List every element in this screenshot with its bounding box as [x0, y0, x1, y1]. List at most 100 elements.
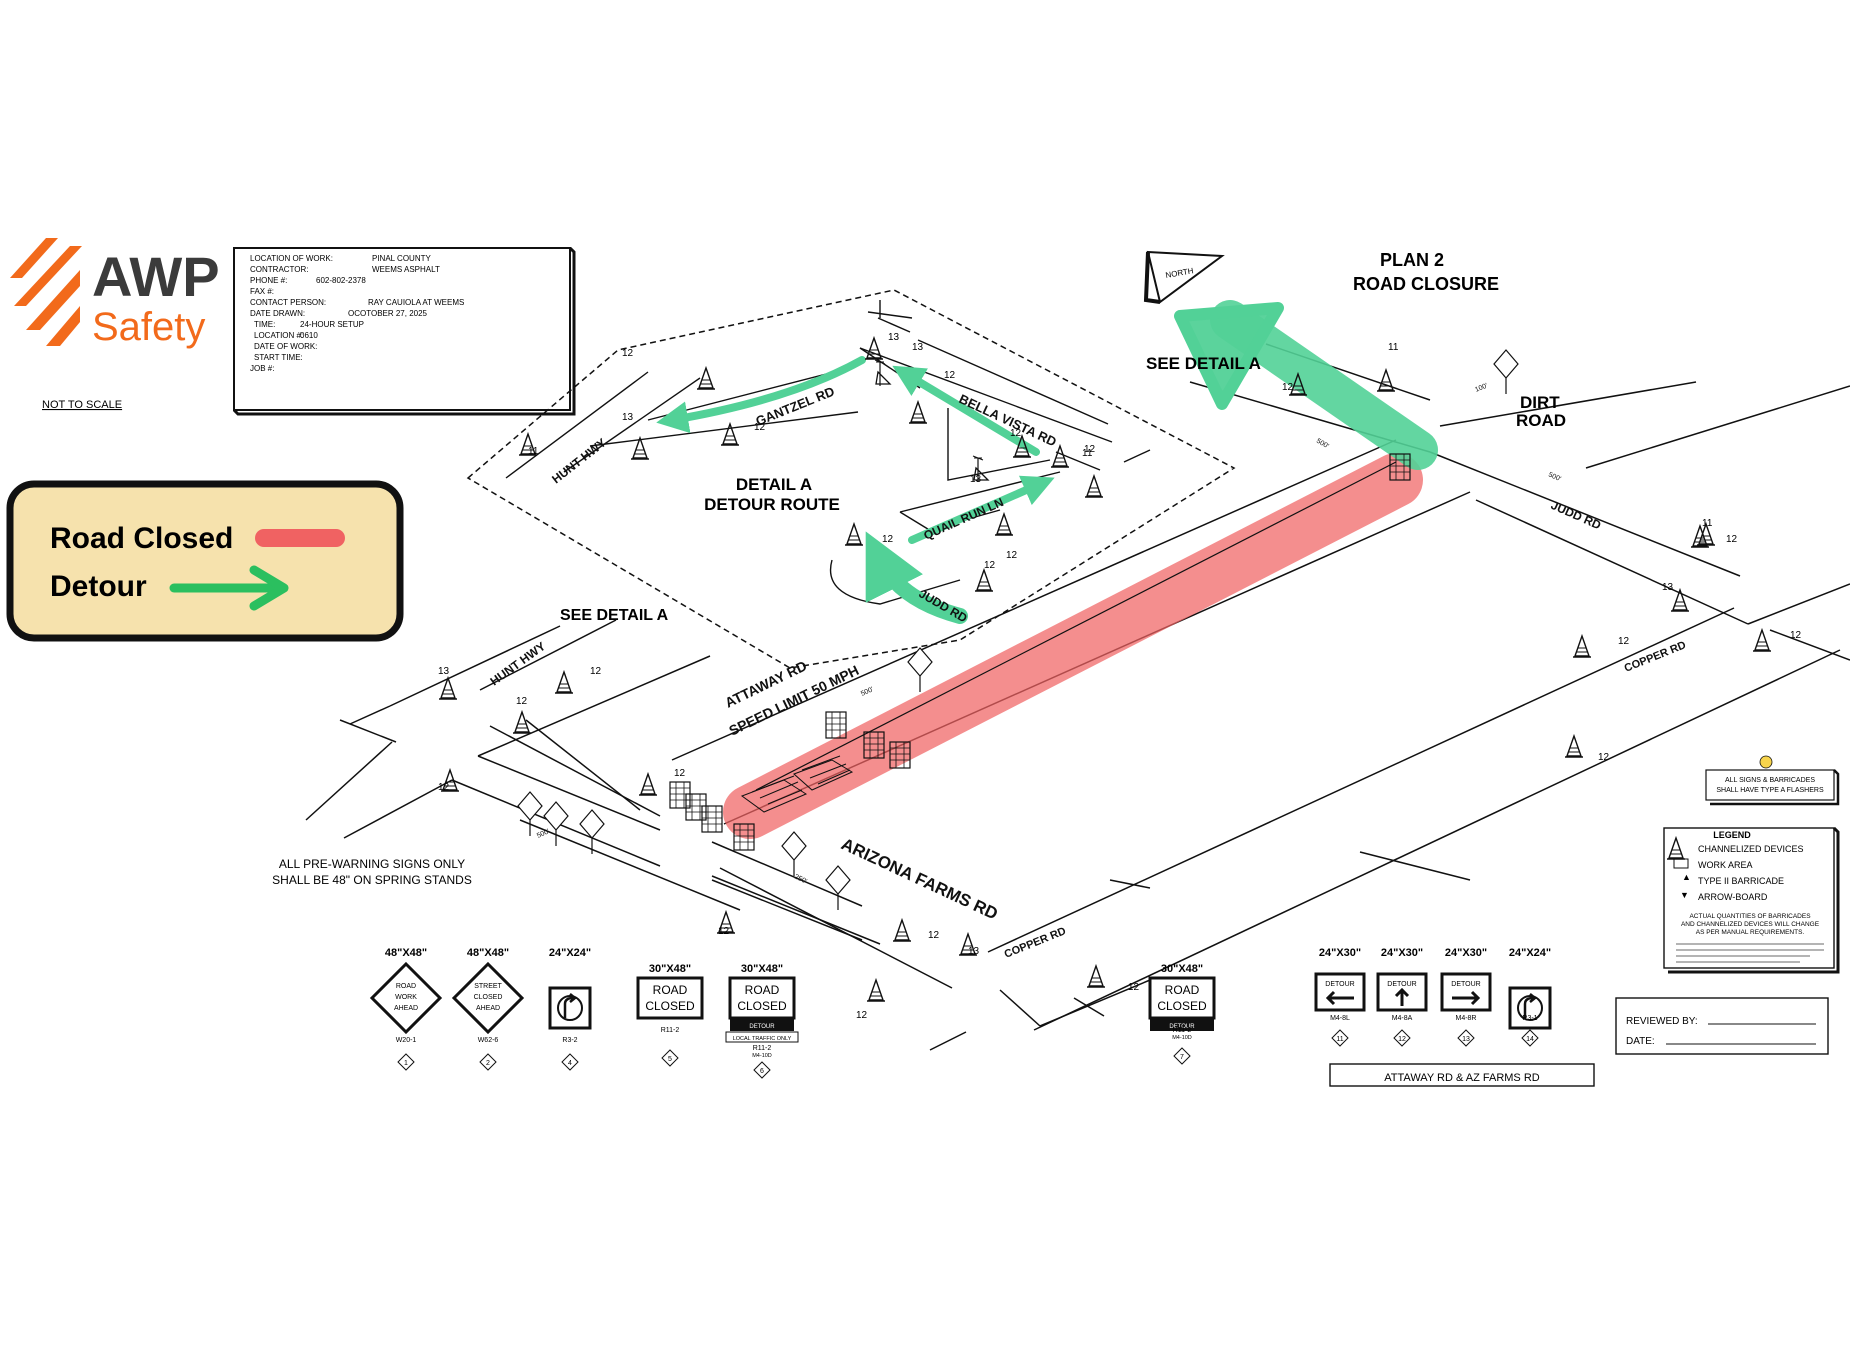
key-box: [6, 480, 404, 642]
sign-text: ROAD: [745, 983, 780, 997]
sign-code-2: M4-10D: [752, 1053, 772, 1059]
sign-number: 1: [404, 1060, 408, 1067]
diamond-sign-icon: [369, 961, 443, 1035]
sign-number-icon: [753, 1061, 771, 1079]
awp-logo: AWP Safety: [10, 238, 220, 349]
device-number: 12: [1128, 982, 1140, 993]
detour-arrow-judd-detail: [865, 531, 968, 624]
sign-size: 24"X24": [549, 947, 591, 959]
footer-title-box: ATTAWAY RD & AZ FARMS RD: [1329, 1063, 1595, 1087]
see-detail-left: SEE DETAIL A: [560, 607, 669, 624]
dist-250: 250': [793, 874, 808, 886]
channelizing-device-icon: [1752, 629, 1772, 652]
road-closed-sign-icon: [636, 976, 704, 1020]
sign-number: 6: [760, 1068, 764, 1075]
info-label: TIME:: [254, 320, 275, 329]
arrow-board-legend-icon: ▼: [1680, 890, 1689, 900]
see-detail-top: SEE DETAIL A: [1146, 354, 1261, 373]
device-number: 12: [882, 534, 894, 545]
info-label: START TIME:: [254, 353, 303, 362]
pre-warning-note-1: ALL PRE-WARNING SIGNS ONLY: [279, 857, 465, 871]
sign-number: 5: [668, 1056, 672, 1063]
warning-sign-icon: [781, 831, 807, 877]
legend-note-3: AS PER MANUAL REQUIREMENTS.: [1696, 929, 1805, 936]
warning-sign-icon: [825, 865, 851, 911]
flasher-note: ALL SIGNS & BARRICADES SHALL HAVE TYPE A…: [1705, 755, 1840, 806]
dist-500-top: 500': [1315, 438, 1330, 451]
channelizing-device-icon: [638, 773, 658, 796]
info-label: PHONE #:: [250, 276, 287, 285]
device-number: 12: [984, 560, 996, 571]
road-closed-sign-icon: [728, 976, 796, 1020]
device-number: 13: [970, 474, 982, 485]
legend-item-channelized: CHANNELIZED DEVICES: [1698, 844, 1804, 854]
sign-size: 30"X48": [741, 963, 783, 975]
device-number: 12: [1084, 444, 1096, 455]
device-number: 12: [1006, 550, 1018, 561]
warning-sign-icon: [517, 791, 543, 837]
dist-100: 100': [1474, 382, 1489, 393]
sign-text: WORK: [395, 994, 417, 1001]
info-value: 0610: [300, 331, 318, 340]
sign-code: R11-2: [753, 1045, 772, 1052]
sign-code: R3-2: [562, 1037, 577, 1044]
channelizing-device-icon: [844, 523, 864, 546]
info-label: FAX #:: [250, 287, 274, 296]
detail-title-2: DETOUR ROUTE: [704, 495, 840, 514]
device-number: 12: [1726, 534, 1738, 545]
street-bella-vista: BELLA VISTA RD: [957, 391, 1059, 449]
street-judd-main: JUDD RD: [1549, 498, 1604, 533]
logo-stripes-icon: [10, 238, 82, 346]
channelizing-device-icon: [1572, 635, 1592, 658]
channelizing-device-icon: [1086, 965, 1106, 988]
info-label: DATE DRAWN:: [250, 309, 305, 318]
not-to-scale: NOT TO SCALE: [42, 399, 122, 411]
device-number: 12: [590, 666, 602, 677]
sign-4: 24"X24"R3-24: [548, 947, 592, 1071]
dirt-road-1: DIRT: [1520, 393, 1560, 412]
detour-arrow-gantzel: [656, 356, 866, 434]
key-road-closed-label: Road Closed: [50, 522, 233, 555]
info-label: LOCATION #:: [254, 331, 303, 340]
info-value: PINAL COUNTY: [372, 254, 431, 263]
device-number: 11: [1388, 342, 1399, 353]
device-number: 12: [516, 696, 528, 707]
map-key: Road Closed Detour: [6, 480, 404, 642]
sign-code: R11-2: [1173, 1027, 1192, 1034]
info-label: LOCATION OF WORK:: [250, 254, 333, 263]
review-box: REVIEWED BY: DATE:: [1615, 997, 1829, 1055]
work-area-legend-icon: [1673, 858, 1689, 869]
plan-title-1: PLAN 2: [1380, 250, 1444, 270]
dist-500-judd: 500': [1547, 471, 1562, 483]
warning-sign-icon: [579, 809, 605, 855]
sign-number: 11: [1336, 1036, 1343, 1043]
info-value: WEEMS ASPHALT: [372, 265, 440, 274]
legend-item-barricade: TYPE II BARRICADE: [1698, 876, 1784, 886]
sign-14: 24"X24"R3-114: [1508, 947, 1552, 1047]
sign-text: CLOSED: [645, 999, 695, 1013]
info-value: RAY CAUIOLA AT WEEMS: [368, 298, 464, 307]
channelizing-device-icon: [866, 979, 886, 1002]
channelizing-device-icon: [554, 671, 574, 694]
device-number: 12: [1010, 428, 1022, 439]
sign-number-icon: [479, 1053, 497, 1071]
sign-code: W62-6: [478, 1037, 499, 1044]
sign-code: M4-8A: [1392, 1015, 1413, 1022]
channelizing-device-icon: [1084, 475, 1104, 498]
sign-text: DETOUR: [1325, 981, 1354, 988]
sign-size: 24"X24": [1509, 947, 1551, 959]
legend-title: LEGEND: [1713, 830, 1751, 840]
channelizing-device-icon: [1376, 369, 1396, 392]
device-number: 12: [438, 782, 450, 793]
sign-number-icon: [661, 1049, 679, 1067]
device-number: 13: [912, 342, 924, 353]
channelizing-device-icon: [874, 359, 891, 387]
device-number: 11: [528, 446, 539, 457]
street-quail-run: QUAIL RUN LN: [922, 495, 1006, 543]
pre-warning-note-2: SHALL BE 48" ON SPRING STANDS: [272, 873, 472, 887]
sign-text: AHEAD: [476, 1005, 500, 1012]
